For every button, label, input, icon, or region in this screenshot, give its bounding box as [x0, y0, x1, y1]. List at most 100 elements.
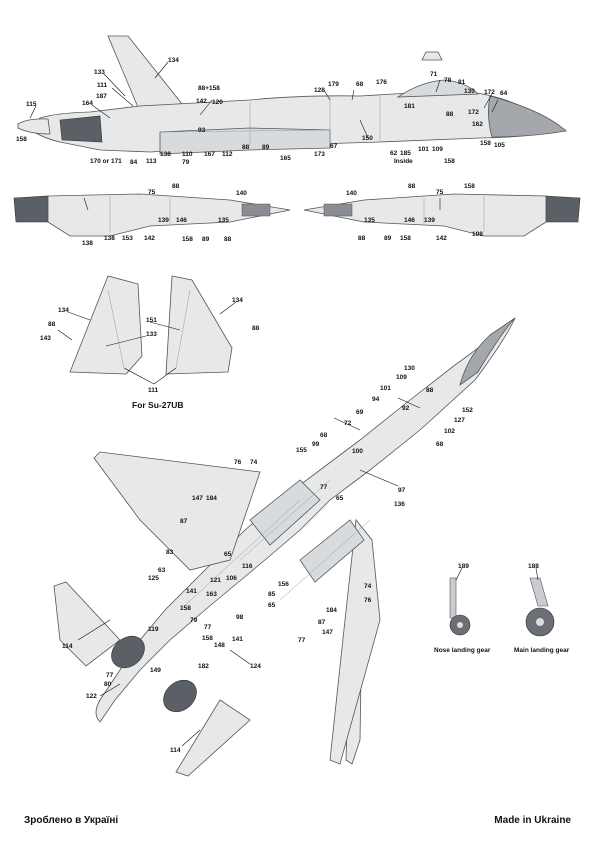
- callout-label: 138: [82, 240, 93, 247]
- callout-label: 110: [182, 151, 193, 158]
- callout-label: 146: [176, 217, 187, 224]
- callout-label: 105: [494, 142, 505, 149]
- callout-label: 172: [484, 89, 495, 96]
- callout-label: 188: [528, 563, 539, 570]
- callout-label: 134: [168, 57, 179, 64]
- callout-label: 158: [400, 235, 411, 242]
- callout-label: 76: [364, 597, 372, 604]
- callout-label: 69: [356, 409, 364, 416]
- callout-label: 136: [394, 501, 405, 508]
- callout-label: 141: [186, 588, 197, 595]
- side-view-callouts: 134 133 111 187 164 115 158 88+158 142 1…: [16, 57, 508, 166]
- callout-label: 158: [464, 183, 475, 190]
- callout-label: 79: [190, 617, 198, 624]
- callout-label: 125: [148, 575, 159, 582]
- nose-landing-gear-caption: Nose landing gear: [434, 647, 491, 654]
- callout-label: 68: [320, 432, 328, 439]
- callout-label: 149: [150, 667, 161, 674]
- callout-label: 111: [148, 387, 159, 394]
- callout-label: 88: [408, 183, 416, 190]
- callout-label: 84: [130, 159, 138, 166]
- callout-label: 99: [312, 441, 320, 448]
- callout-label: 142: [144, 235, 155, 242]
- underside-view-right: [303, 193, 581, 237]
- callout-label: 75: [436, 189, 444, 196]
- callout-label: 148: [214, 642, 225, 649]
- callout-label: 89: [262, 144, 270, 151]
- callout-label: 71: [430, 71, 438, 78]
- callout-label: 68: [436, 441, 444, 448]
- callout-label: 77: [204, 624, 212, 631]
- fin-callouts: 134 88 143 151 133 134 88 111: [40, 297, 260, 394]
- callout-label: 182: [198, 663, 209, 670]
- callout-label: 170 or 171: [90, 158, 122, 165]
- callout-label: 162: [472, 121, 483, 128]
- nose-landing-gear: [449, 577, 471, 636]
- callout-label: 124: [250, 663, 261, 670]
- callout-label: 153: [122, 235, 133, 242]
- callout-label: 158: [180, 605, 191, 612]
- callout-label: 141: [232, 636, 243, 643]
- callout-label: 167: [204, 151, 215, 158]
- callout-label: 65: [268, 602, 276, 609]
- callout-label: 150: [362, 135, 373, 142]
- callout-label: 152: [462, 407, 473, 414]
- callout-label: 184: [206, 495, 217, 502]
- callout-label: 113: [146, 158, 157, 165]
- callout-label: 77: [320, 484, 328, 491]
- callout-label: 88: [242, 144, 250, 151]
- callout-label: 88: [48, 321, 56, 328]
- callout-label: 102: [444, 428, 455, 435]
- footer-origin-ukrainian: Зроблено в Україні: [24, 815, 119, 826]
- callout-label: 77: [298, 637, 306, 644]
- callout-label: 115: [26, 101, 37, 108]
- callout-label: 83: [166, 549, 174, 556]
- callout-label: 158: [444, 158, 455, 165]
- callout-label: 143: [40, 335, 51, 342]
- callout-label: 155: [296, 447, 307, 454]
- callout-label: 87: [318, 619, 326, 626]
- callout-label: 135: [218, 217, 229, 224]
- callout-label: 62: [390, 150, 398, 157]
- callout-label: 140: [346, 190, 357, 197]
- callout-label: 100: [352, 448, 363, 455]
- callout-label: 127: [454, 417, 465, 424]
- callout-label: 78: [444, 77, 452, 84]
- callout-label: 92: [402, 405, 410, 412]
- callout-label: 116: [242, 563, 253, 570]
- callout-label: 139: [158, 217, 169, 224]
- callout-label: 79: [182, 159, 190, 166]
- callout-label: 101: [380, 385, 391, 392]
- callout-label: 72: [344, 420, 352, 427]
- callout-label: 130: [404, 365, 415, 372]
- callout-label: 187: [96, 93, 107, 100]
- callout-label: 151: [146, 317, 157, 324]
- callout-label: 89: [384, 235, 392, 242]
- callout-label: 106: [226, 575, 237, 582]
- callout-label: 156: [278, 581, 289, 588]
- main-landing-gear: [525, 577, 555, 637]
- callout-label: 147: [322, 629, 333, 636]
- callout-label: 85: [268, 591, 276, 598]
- callout-label: 158: [182, 236, 193, 243]
- callout-label: 130: [464, 88, 475, 95]
- callout-label: 87: [180, 518, 188, 525]
- callout-label: 114: [170, 747, 181, 754]
- side-view-aircraft: [17, 35, 567, 155]
- callout-label: 189: [458, 563, 469, 570]
- callout-label: 179: [328, 81, 339, 88]
- callout-label: 138: [160, 151, 171, 158]
- callout-label: 93: [198, 127, 206, 134]
- callout-label: 88: [446, 111, 454, 118]
- callout-label: 163: [206, 591, 217, 598]
- callout-label: 135: [364, 217, 375, 224]
- callout-label: 172: [468, 109, 479, 116]
- callout-label: 88+158: [198, 85, 220, 92]
- su27ub-fins: [69, 275, 233, 375]
- callout-label: 89: [202, 236, 210, 243]
- callout-label: 88: [426, 387, 434, 394]
- callout-label: 81: [458, 79, 466, 86]
- callout-label: 80: [104, 681, 112, 688]
- callout-label: 181: [404, 103, 415, 110]
